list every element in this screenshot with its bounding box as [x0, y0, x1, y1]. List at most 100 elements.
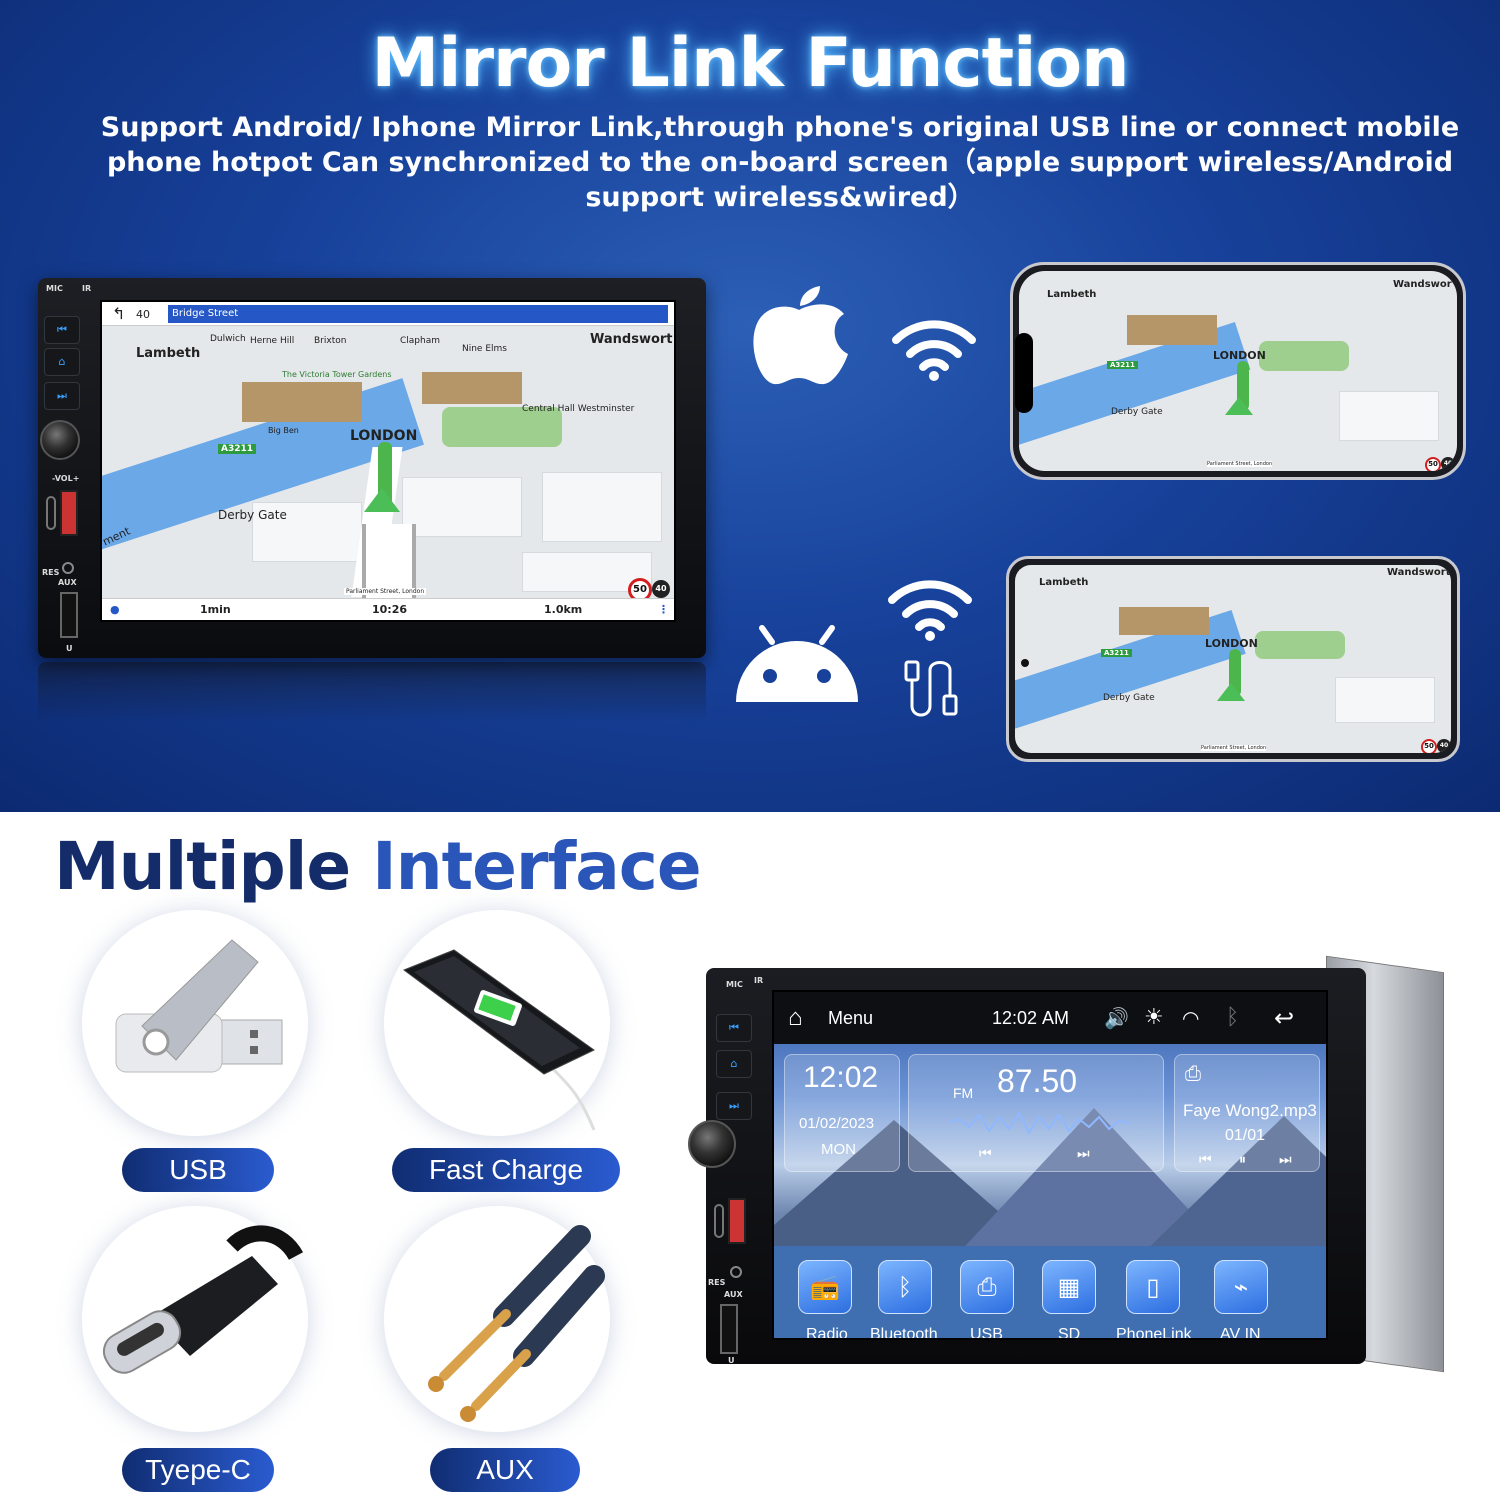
parliament-building — [242, 382, 362, 422]
nav-clock: 10:26 — [372, 603, 408, 616]
music-card[interactable]: ⎙ Faye Wong2.mp3 01/01 ⏮ ⏸ ⏭ — [1174, 1054, 1320, 1172]
mirror-link-banner: Mirror Link Function Support Android/ Ip… — [0, 0, 1500, 812]
usb-charge-port — [60, 490, 78, 536]
head-unit-reflection — [38, 662, 706, 722]
ir-label: IR — [82, 284, 92, 293]
music-next-icon[interactable]: ⏭ — [1279, 1151, 1292, 1167]
aux-cable-icon — [428, 1225, 605, 1422]
android-map-view[interactable]: Lambeth Wandswort LONDON A3211 Derby Gat… — [1015, 565, 1451, 753]
map-block — [1335, 677, 1435, 723]
usb-icon: ⎙ — [1185, 1063, 1201, 1085]
usb-drive-icon — [115, 939, 283, 1073]
nav-top-bar: ↰ 40 Bridge Street — [102, 302, 674, 326]
back-icon[interactable]: ↩ — [1274, 1005, 1295, 1032]
music-pause-icon[interactable]: ⏸ — [1239, 1151, 1246, 1167]
home-button[interactable]: ⌂ — [44, 348, 80, 376]
track-index: 01/01 — [1225, 1127, 1266, 1144]
iphone-mockup: Lambeth Wandswor LONDON A3211 Derby Gate… — [1010, 262, 1466, 480]
app-label: AV IN — [1220, 1326, 1261, 1340]
park-area — [1259, 341, 1349, 371]
volume-icon[interactable]: 🔊 — [1104, 1008, 1129, 1030]
type-c-circle — [82, 1206, 308, 1432]
radio-card[interactable]: FM 87.50 ⏮ ⏭ — [908, 1054, 1164, 1172]
nav-bottom-bar: ● 1min 10:26 1.0km ⋮ — [102, 598, 674, 620]
radio-frequency: 87.50 — [997, 1063, 1078, 1099]
aux-jack — [62, 562, 74, 574]
iphone-map-view[interactable]: Lambeth Wandswor LONDON A3211 Derby Gate… — [1019, 271, 1457, 471]
map-label: Wandswort — [1387, 567, 1451, 578]
bluetooth-app-icon[interactable]: ᛒ — [878, 1260, 932, 1314]
map-label: LONDON — [1213, 349, 1266, 362]
prev-track-button[interactable]: ⏮ — [44, 316, 80, 344]
street-name: Bridge Street — [168, 305, 668, 323]
wifi-icon — [888, 580, 972, 641]
title-word-2: Interface — [372, 828, 702, 905]
aux-circle — [384, 1206, 610, 1432]
parliament-building — [1119, 607, 1209, 635]
mountain — [1134, 1116, 1326, 1262]
current-speed: 40 — [1441, 457, 1455, 471]
phonelink-app-icon[interactable]: ▯ — [1126, 1260, 1180, 1314]
status-ampm: AM — [1042, 1008, 1069, 1028]
volume-knob[interactable] — [40, 420, 80, 460]
status-clock: 12:02 — [992, 1008, 1038, 1028]
position-arrow — [1217, 683, 1245, 701]
map-label: Lambeth — [1039, 577, 1089, 588]
radio-prev-icon[interactable]: ⏮ — [979, 1145, 992, 1161]
street-tag: Parliament Street, London — [1201, 745, 1267, 751]
next-track-button[interactable]: ⏭ — [716, 1092, 752, 1120]
apple-icon — [753, 286, 848, 385]
radio-band: FM — [953, 1085, 974, 1101]
wifi-icon — [892, 320, 976, 381]
type-c-label-pill: Tyepe-C — [122, 1448, 274, 1492]
next-track-button[interactable]: ⏭ — [44, 382, 80, 410]
clock-card[interactable]: 12:02 01/02/2023 MON — [784, 1054, 900, 1172]
waveform-icon — [949, 1111, 1129, 1135]
aux-jack — [730, 1266, 742, 1278]
map-label: Dulwich — [210, 334, 246, 344]
brightness-icon[interactable]: ☀ — [1144, 1004, 1164, 1029]
radio-next-icon[interactable]: ⏭ — [1077, 1145, 1090, 1161]
home-icon[interactable]: ⌂ — [788, 1004, 803, 1031]
aux-label: AUX — [724, 1290, 743, 1299]
menu-label[interactable]: Menu — [828, 1008, 874, 1028]
mic-label: MIC — [726, 980, 743, 989]
aux-label-pill: AUX — [430, 1448, 580, 1492]
street-tag: Parliament Street, London — [344, 588, 427, 595]
map-block — [542, 472, 662, 542]
music-prev-icon[interactable]: ⏮ — [1199, 1151, 1212, 1167]
bluetooth-icon[interactable]: ᛒ — [1226, 1004, 1240, 1029]
fast-charge-label-pill: Fast Charge — [392, 1148, 620, 1192]
map-view[interactable]: Lambeth Dulwich Herne Hill Brixton Claph… — [102, 302, 674, 620]
more-menu-icon[interactable]: ⋮ — [658, 603, 669, 616]
map-label: Herne Hill — [250, 336, 295, 346]
prev-track-button[interactable]: ⏮ — [716, 1014, 752, 1042]
app-label: Radio — [806, 1326, 848, 1340]
usb-charge-port — [728, 1198, 746, 1244]
map-label: Derby Gate — [218, 508, 287, 522]
android-phone-mockup: Lambeth Wandswort LONDON A3211 Derby Gat… — [1006, 556, 1460, 762]
type-c-cable-icon — [102, 1225, 304, 1374]
street-tag: Parliament Street, London — [1207, 461, 1273, 467]
wifi-icon[interactable]: ◠ — [1182, 1008, 1200, 1030]
usb-app-icon[interactable]: ⎙ — [960, 1260, 1014, 1314]
park-area — [442, 407, 562, 447]
turn-arrow-icon: ↰ — [112, 304, 126, 323]
sd-app-icon[interactable]: ▦ — [1042, 1260, 1096, 1314]
res-label: RES — [708, 1278, 726, 1287]
navigation-screen[interactable]: Lambeth Dulwich Herne Hill Brixton Claph… — [100, 300, 676, 622]
usb-label-pill: USB — [122, 1148, 274, 1192]
radio-app-icon[interactable]: 📻 — [798, 1260, 852, 1314]
home-button[interactable]: ⌂ — [716, 1050, 752, 1078]
location-pin-icon[interactable]: ● — [110, 603, 120, 616]
home-screen[interactable]: ⌂ Menu 12:02 AM 🔊 ☀ ◠ ᛒ ↩ 12:02 01/02/20… — [772, 990, 1328, 1340]
current-speed: 40 — [1437, 739, 1451, 753]
app-label: Bluetooth — [870, 1326, 938, 1340]
map-block — [402, 477, 522, 537]
map-label: LONDON — [350, 428, 418, 444]
map-label: Lambeth — [136, 346, 201, 361]
head-unit-bottom: MIC IR ⏮ ⌂ ⏭ RES AUX U ⌂ Menu 12:02 AM 🔊… — [688, 955, 1444, 1373]
map-block — [252, 502, 362, 562]
avin-app-icon[interactable]: ⌁ — [1214, 1260, 1268, 1314]
volume-knob[interactable] — [688, 1120, 736, 1168]
